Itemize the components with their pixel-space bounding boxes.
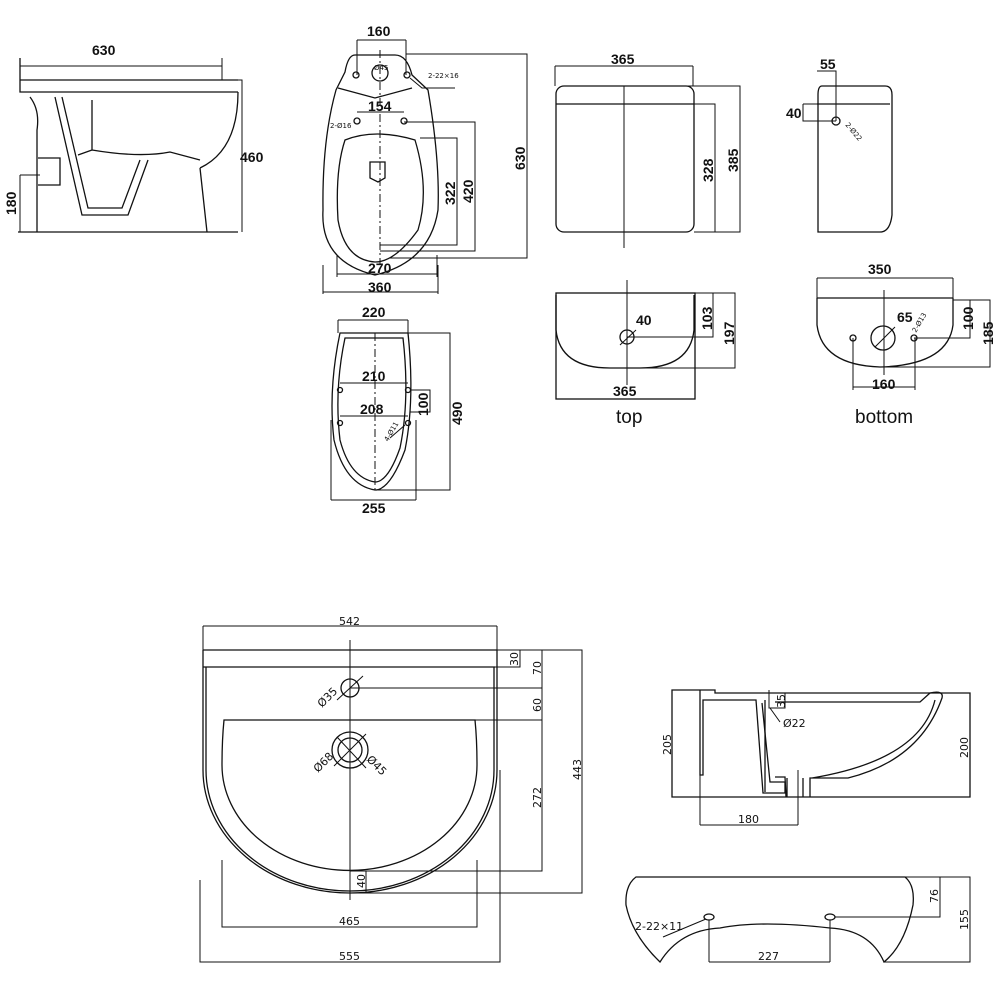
note-overflow-hole: Ø22 bbox=[783, 717, 806, 730]
basin-top-view: 542 30 70 Ø35 60 Ø68 Ø45 272 40 443 465 … bbox=[199, 615, 584, 963]
dim-height-right: 200 bbox=[958, 737, 971, 758]
dim-offset-y: 40 bbox=[786, 105, 802, 121]
dim-width: 365 bbox=[611, 51, 635, 67]
dim-height: 385 bbox=[725, 148, 741, 172]
dim-width: 630 bbox=[92, 42, 116, 58]
dim-bowl-offset: 60 bbox=[531, 698, 544, 712]
tank-front-view: 365 328 385 bbox=[554, 51, 741, 248]
dim-top-width: 220 bbox=[362, 304, 386, 320]
dim-offset-x: 55 bbox=[820, 56, 836, 72]
toilet-top-view: 160 2-22×16 Ø45 154 2-Ø16 630 420 322 27… bbox=[322, 23, 528, 295]
dim-top-width: 542 bbox=[339, 615, 360, 628]
dim-hole-spacing: 160 bbox=[872, 376, 896, 392]
dim-depth: 197 bbox=[721, 321, 737, 345]
dim-hole-row1: 210 bbox=[362, 368, 386, 384]
toilet-side-view: 630 460 180 bbox=[3, 42, 264, 233]
dim-outlet-height: 180 bbox=[3, 191, 19, 215]
dim-drain-offset: 180 bbox=[738, 813, 759, 826]
dim-overflow: 35 bbox=[775, 694, 788, 708]
dim-inner-height: 328 bbox=[700, 158, 716, 182]
dim-bowl-depth: 272 bbox=[531, 787, 544, 808]
dim-tap-offset: 70 bbox=[531, 661, 544, 675]
dim-width: 255 bbox=[362, 500, 386, 516]
note-drain-inner: Ø45 bbox=[364, 753, 389, 778]
dim-length: 630 bbox=[512, 146, 528, 170]
caption-bottom: bottom bbox=[855, 407, 913, 428]
note-center-hole: Ø45 bbox=[374, 64, 388, 72]
dim-drain-offset: 100 bbox=[960, 306, 976, 330]
dim-hole-offset: 103 bbox=[699, 306, 715, 330]
dim-hole-height: 76 bbox=[928, 889, 941, 903]
note-bottom-holes: 2-Ø13 bbox=[911, 311, 929, 334]
dim-row-spacing: 100 bbox=[415, 392, 431, 416]
dim-height: 155 bbox=[958, 909, 971, 930]
toilet-seat-view: 220 210 208 100 490 4-Ø11 255 bbox=[330, 304, 465, 516]
dim-hole: 40 bbox=[636, 312, 652, 328]
tank-side-view: 55 40 2-Ø22 bbox=[786, 56, 893, 233]
dim-rim: 30 bbox=[508, 652, 521, 666]
dim-seat-holes: 154 bbox=[368, 98, 392, 114]
basin-back-view: 2-22×11 76 155 227 bbox=[625, 876, 971, 964]
dim-drain: 65 bbox=[897, 309, 913, 325]
dim-depth: 185 bbox=[980, 321, 996, 345]
caption-top: top bbox=[616, 407, 642, 428]
note-tank-holes: 2-22×16 bbox=[428, 72, 459, 80]
dim-height-left: 205 bbox=[661, 734, 674, 755]
note-seat-holes: 2-Ø16 bbox=[330, 122, 352, 130]
dim-width: 350 bbox=[868, 261, 892, 277]
tank-top-view: 40 103 197 365 top bbox=[555, 280, 737, 428]
dim-height: 460 bbox=[240, 149, 264, 165]
dim-width: 555 bbox=[339, 950, 360, 963]
dim-depth: 443 bbox=[571, 759, 584, 780]
dim-to-seat-holes: 420 bbox=[460, 179, 476, 203]
dim-bowl-width: 465 bbox=[339, 915, 360, 928]
tank-bottom-view: 350 65 2-Ø13 100 185 160 bottom bbox=[816, 261, 996, 428]
note-mount-holes: 2-22×11 bbox=[635, 920, 683, 933]
dim-width: 360 bbox=[368, 279, 392, 295]
dim-hole-spacing: 160 bbox=[367, 23, 391, 39]
dim-hole-spacing: 227 bbox=[758, 950, 779, 963]
dim-hole-row2: 208 bbox=[360, 401, 384, 417]
dim-width: 365 bbox=[613, 383, 637, 399]
dim-length: 490 bbox=[449, 401, 465, 425]
dim-bottom-rim: 40 bbox=[355, 874, 368, 888]
note-side-holes: 2-Ø22 bbox=[843, 121, 863, 143]
dim-bowl-length: 322 bbox=[442, 181, 458, 205]
note-tap-hole: Ø35 bbox=[315, 685, 340, 710]
basin-side-section: 205 35 Ø22 200 180 bbox=[661, 689, 971, 826]
dim-bowl-width: 270 bbox=[368, 260, 392, 276]
